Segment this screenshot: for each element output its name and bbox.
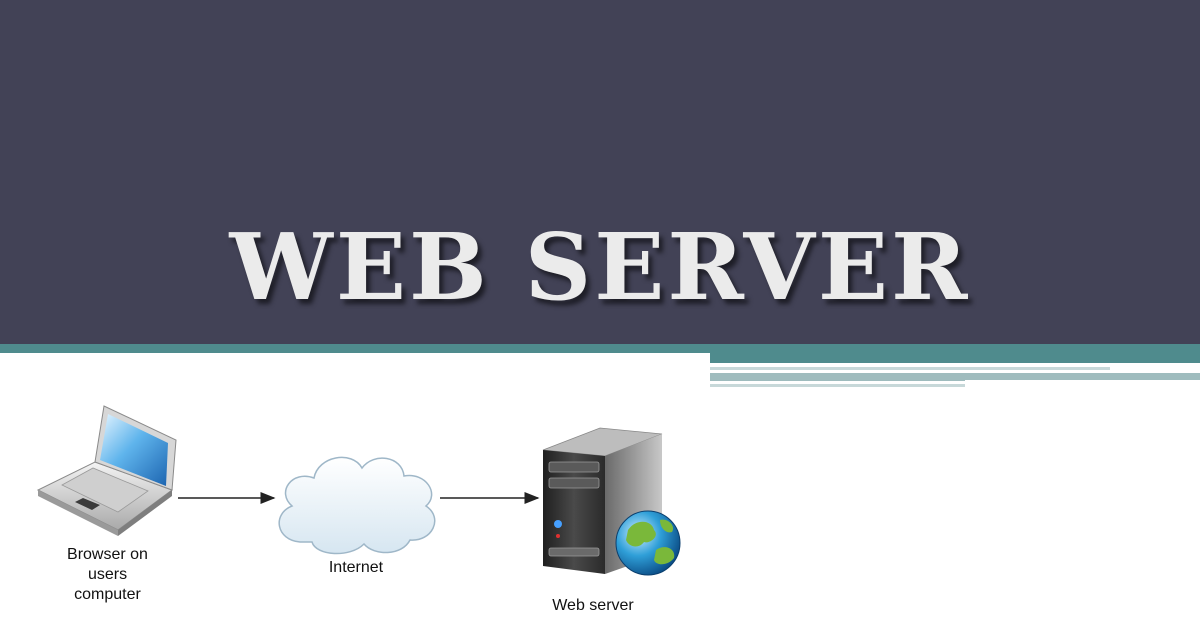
cloud-icon: [278, 456, 436, 555]
decor-line: [710, 373, 1200, 381]
decor-line: [965, 380, 1200, 383]
browser-label: Browser on users computer: [67, 546, 148, 603]
title-banner: WEB SERVER: [0, 0, 1200, 344]
page-title: WEB SERVER: [229, 213, 971, 321]
laptop-icon: [36, 405, 177, 536]
internet-label: Internet: [328, 559, 384, 576]
accent-stripe-right: [710, 353, 1200, 363]
decor-line: [710, 384, 965, 387]
web-server-diagram: Browser on users computer Internet Web s…: [0, 390, 710, 630]
globe-icon: [615, 510, 681, 576]
diagram-canvas: [36, 405, 681, 576]
web-server-label: Web server: [552, 597, 634, 614]
accent-stripe: [0, 344, 1200, 353]
decor-line: [710, 367, 1110, 370]
